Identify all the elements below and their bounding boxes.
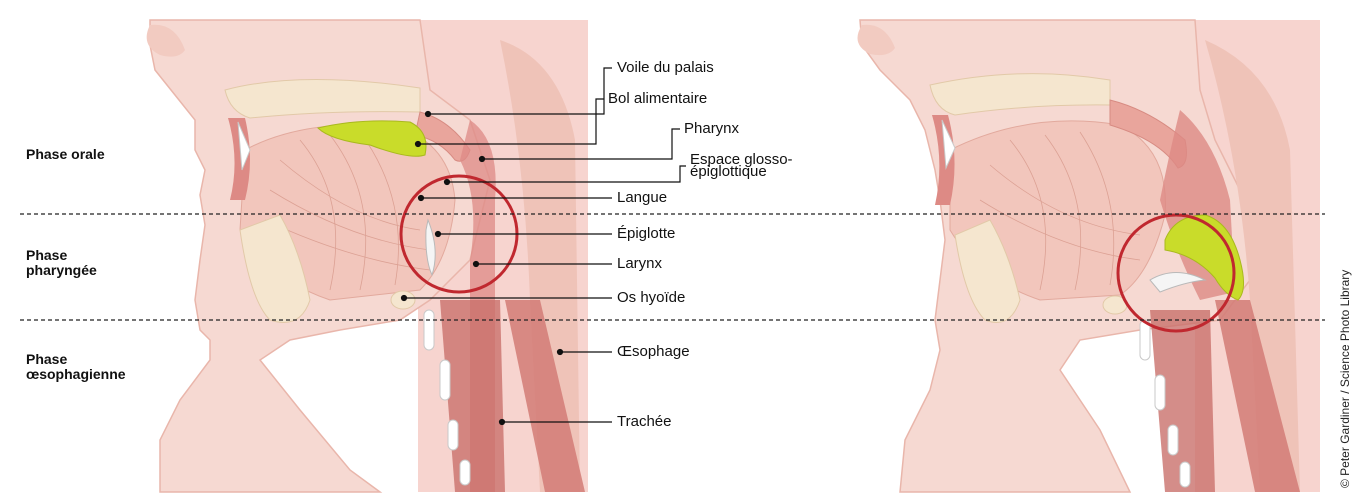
left-head-illustration	[147, 20, 588, 492]
right-head-illustration	[858, 20, 1321, 492]
phase-label-oral: Phase orale	[26, 147, 105, 162]
label-hyoid-bone: Os hyoïde	[617, 290, 685, 305]
label-glosso-epiglottic-space: Espace glosso- épiglottique	[690, 154, 793, 178]
label-pharynx: Pharynx	[684, 121, 739, 136]
label-trachea: Trachée	[617, 414, 671, 429]
photo-credit: © Peter Gardiner / Science Photo Library	[1338, 270, 1352, 488]
label-soft-palate: Voile du palais	[617, 60, 714, 75]
phase-label-esophageal: Phase œsophagienne	[26, 352, 126, 382]
label-tongue: Langue	[617, 190, 667, 205]
label-bolus: Bol alimentaire	[608, 91, 707, 106]
phase-label-pharyngeal: Phase pharyngée	[26, 248, 97, 278]
label-epiglottis: Épiglotte	[617, 226, 675, 241]
label-larynx: Larynx	[617, 256, 662, 271]
label-esophagus: Œsophage	[617, 344, 690, 359]
